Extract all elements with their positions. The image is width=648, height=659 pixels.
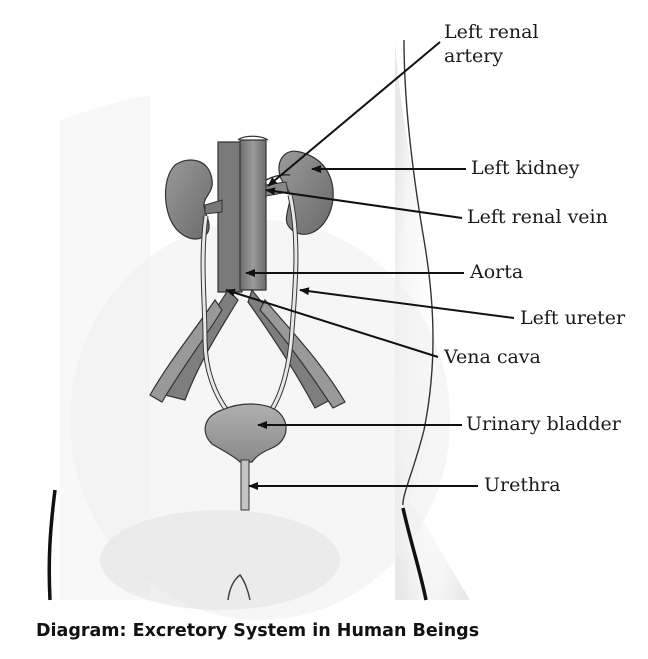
bladder <box>204 403 287 511</box>
label-urinary-bladder: Urinary bladder <box>466 413 621 435</box>
label-left-kidney: Left kidney <box>471 157 580 179</box>
label-left-renal-artery-line1: Left renal <box>444 21 539 43</box>
label-vena-cava: Vena cava <box>444 346 541 368</box>
pointer-vena-cava <box>225 288 439 358</box>
pointer-left-ureter <box>299 287 515 319</box>
label-aorta: Aorta <box>470 261 524 283</box>
label-left-renal-vein: Left renal vein <box>467 206 608 228</box>
ureters <box>200 194 299 414</box>
diagram-caption: Diagram: Excretory System in Human Being… <box>36 621 480 641</box>
pointer-left-renal-artery <box>267 41 441 187</box>
label-left-renal-artery-line2: artery <box>444 45 504 67</box>
pointer-left-renal-vein <box>265 187 463 219</box>
pointer-lines <box>225 41 515 490</box>
label-left-ureter: Left ureter <box>520 307 626 329</box>
label-urethra: Urethra <box>484 474 561 496</box>
torso-outline <box>47 39 470 620</box>
